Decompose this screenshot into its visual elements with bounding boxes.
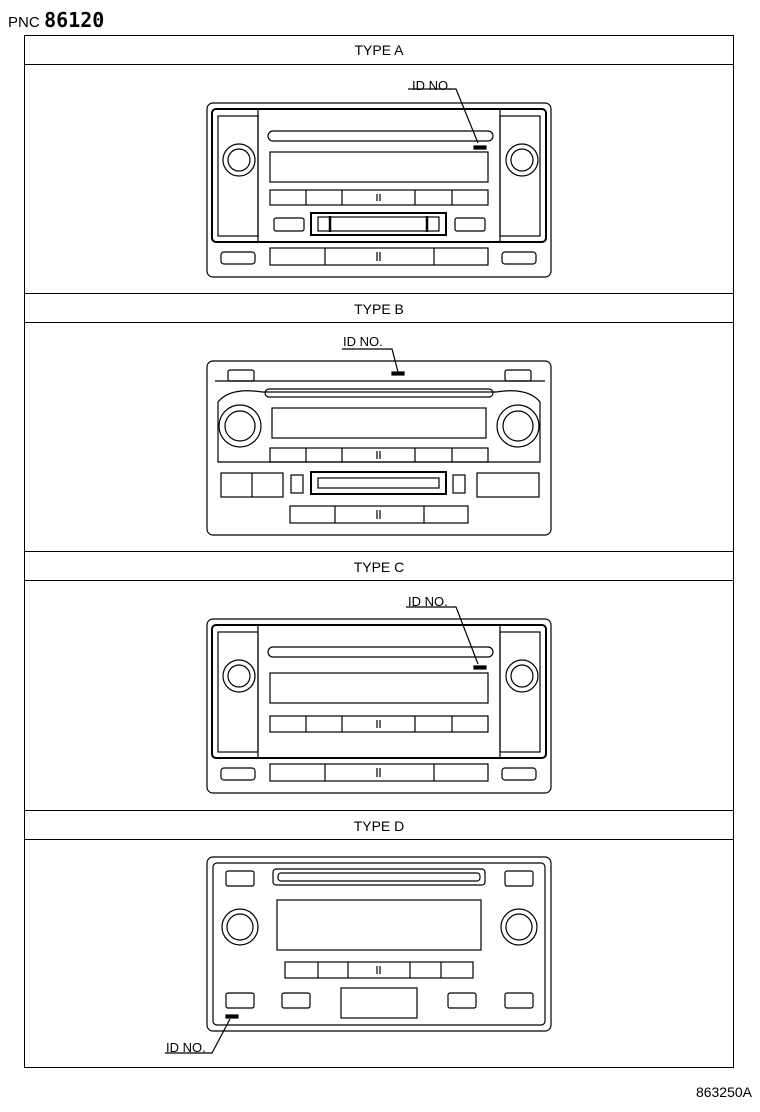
id-no-label: ID NO.: [412, 78, 452, 93]
panel-title-type-c: TYPE C: [353, 559, 405, 575]
drawing-id: 863250A: [695, 1084, 752, 1100]
divider: [24, 293, 734, 294]
header: PNC 86120: [8, 8, 104, 32]
display-window: [269, 672, 489, 704]
display-window: [269, 151, 489, 183]
divider: [24, 64, 734, 65]
divider: [24, 551, 734, 552]
disc-slot: [267, 646, 494, 658]
display-window: [271, 407, 487, 439]
divider: [24, 839, 734, 840]
disc-slot: [267, 130, 494, 142]
tape-slot: [310, 471, 447, 495]
bottom-button-row: [269, 763, 489, 782]
preset-button-row: [269, 447, 489, 463]
pnc-label: PNC: [8, 14, 40, 31]
radio-unit-type-d: ID NO.: [165, 856, 552, 1055]
radio-unit-type-a: ID NO.: [206, 78, 552, 278]
divider: [24, 322, 734, 323]
preset-button-row: [269, 715, 489, 733]
disc-slot: [272, 868, 486, 886]
id-plate: [225, 1014, 239, 1019]
divider: [24, 810, 734, 811]
id-plate: [473, 145, 487, 150]
panel-title-type-a: TYPE A: [354, 42, 404, 58]
id-plate: [391, 371, 405, 376]
id-no-label: ID NO.: [166, 1040, 206, 1055]
panel-title-type-d: TYPE D: [353, 818, 405, 834]
tape-slot: [310, 212, 447, 236]
bottom-button-row: [289, 505, 469, 524]
divider: [24, 580, 734, 581]
bottom-button-row: [269, 247, 489, 266]
panel-title-type-b: TYPE B: [354, 301, 404, 317]
preset-button-row: [284, 961, 474, 979]
disc-slot: [264, 388, 494, 398]
id-no-label: ID NO.: [408, 594, 448, 609]
display-window: [276, 899, 482, 951]
radio-unit-type-c: ID NO.: [206, 594, 552, 794]
part-code: 86120: [44, 8, 105, 32]
radio-unit-type-b: ID NO.: [206, 334, 552, 536]
id-no-label: ID NO.: [343, 334, 383, 349]
id-plate: [473, 665, 487, 670]
preset-button-row: [269, 189, 489, 206]
